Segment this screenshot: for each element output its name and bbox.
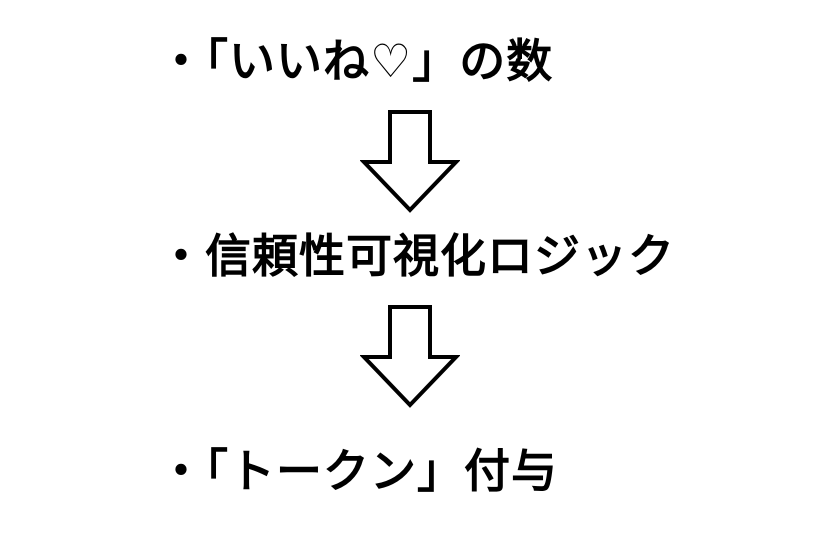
down-arrow-icon [360,305,460,408]
step-trust-visualization-logic: ・信頼性可視化ロジック [158,229,675,283]
down-arrow-icon [360,110,460,213]
step-token-grant: ・「トークン」付与 [158,444,558,498]
step-likes-count: ・「いいね♡」の数 [158,34,554,88]
